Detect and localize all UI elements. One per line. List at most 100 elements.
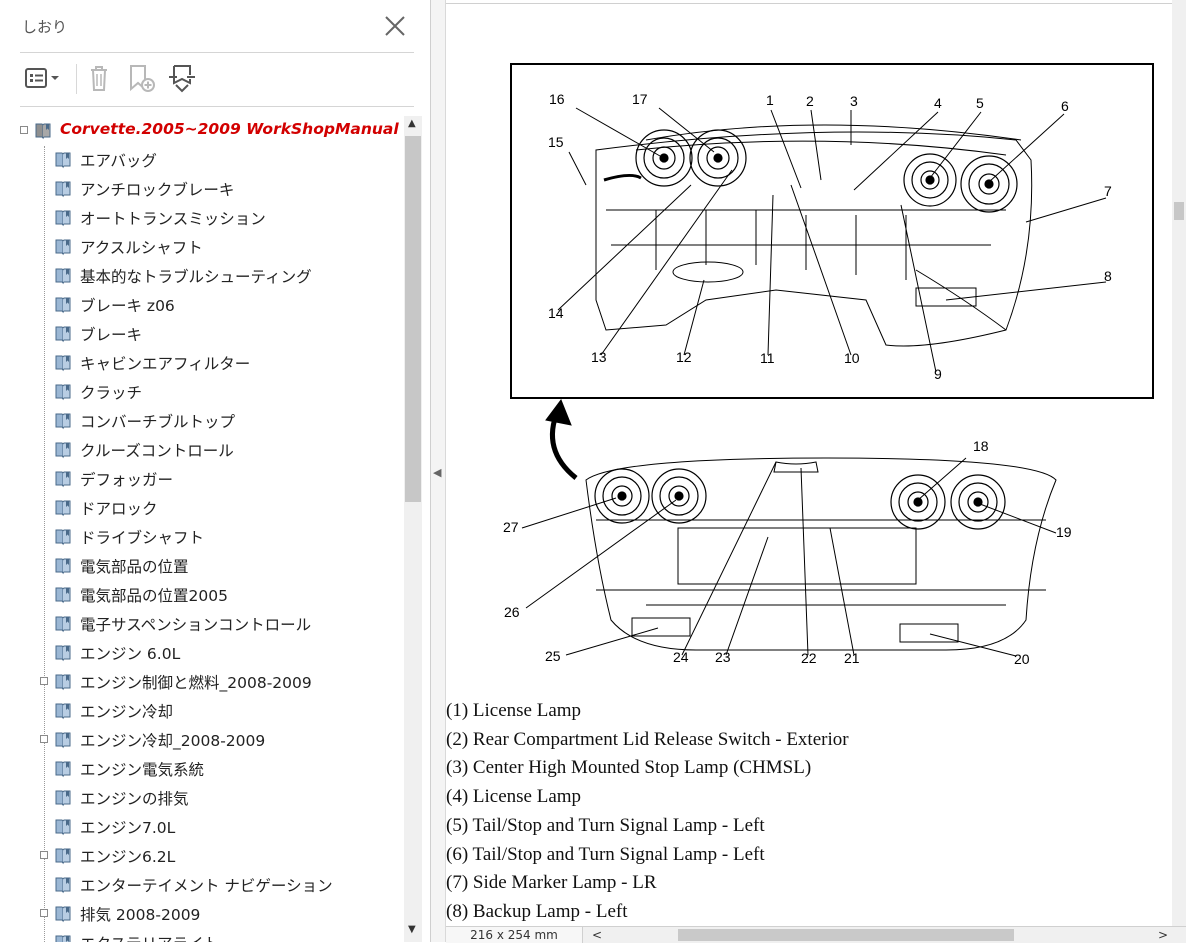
delete-bookmark-button[interactable] (84, 60, 114, 96)
options-menu-button[interactable] (22, 60, 62, 96)
callout-number: 26 (504, 604, 520, 620)
tag-bookmark-button[interactable] (164, 60, 200, 96)
bookmark-icon (55, 558, 71, 575)
bookmark-icon (55, 877, 71, 894)
legend-item: (1) License Lamp (446, 700, 582, 721)
expand-toggle[interactable] (20, 126, 28, 134)
bookmark-label: オートトランスミッション (80, 210, 266, 228)
callout-number: 27 (503, 519, 519, 535)
callout-number: 13 (591, 349, 607, 365)
bookmark-icon (55, 210, 71, 227)
bookmark-item[interactable]: アクスルシャフト (0, 232, 400, 261)
expand-toggle[interactable] (40, 909, 48, 917)
callout-number: 2 (806, 93, 814, 109)
new-bookmark-button[interactable] (124, 60, 158, 96)
bookmark-label: エクステリアライト (80, 932, 219, 942)
legend-item: (8) Backup Lamp - Left (446, 900, 628, 922)
bookmark-item[interactable]: アンチロックブレーキ (0, 174, 400, 203)
bookmark-item[interactable]: エンジン6.2L (0, 841, 400, 870)
legend-item: (6) Tail/Stop and Turn Signal Lamp - Lef… (446, 843, 765, 865)
bookmark-label: エンジン 6.0L (80, 645, 181, 663)
add-bookmark-icon (130, 65, 155, 92)
scroll-up-arrow-icon[interactable]: ▲ (408, 118, 416, 129)
bookmark-item[interactable]: エンジンの排気 (0, 783, 400, 812)
toolbar-separator (76, 64, 77, 94)
bookmark-item[interactable]: 排気 2008-2009 (0, 899, 400, 928)
callout-number: 21 (844, 650, 860, 666)
panel-splitter[interactable]: ◀ (431, 0, 446, 942)
bookmark-icon (55, 848, 71, 865)
callout-number: 9 (934, 366, 942, 382)
bookmark-icon (55, 935, 71, 942)
bookmark-item[interactable]: デフォッガー (0, 464, 400, 493)
bookmark-label: 排気 2008-2009 (80, 906, 201, 924)
tree-guide-line (44, 146, 45, 942)
bookmark-icon (55, 181, 71, 198)
bookmark-icon (55, 442, 71, 459)
bookmark-item[interactable]: ドライブシャフト (0, 522, 400, 551)
scrollbar-thumb[interactable] (1174, 202, 1184, 220)
divider (20, 52, 414, 53)
bookmark-item[interactable]: エンターテイメント ナビゲーション (0, 870, 400, 899)
expand-toggle[interactable] (40, 677, 48, 685)
list-options-icon (25, 68, 59, 88)
bookmark-icon (55, 384, 71, 401)
bookmark-label: アクスルシャフト (80, 239, 203, 257)
bookmark-icon (55, 790, 71, 807)
bookmark-item[interactable]: コンバーチブルトップ (0, 406, 400, 435)
bookmark-item[interactable]: ブレーキ z06 (0, 290, 400, 319)
scroll-right-arrow-icon[interactable]: > (1158, 928, 1169, 942)
bookmarks-scrollbar[interactable]: ▲ ▼ (404, 116, 422, 942)
expand-toggle[interactable] (40, 735, 48, 743)
bookmark-item[interactable]: キャビンエアフィルター (0, 348, 400, 377)
bookmark-root[interactable]: Corvette.2005~2009 WorkShopManual (0, 116, 400, 145)
divider (20, 106, 414, 107)
close-panel-button[interactable] (383, 14, 407, 38)
bookmark-label: エンジン冷却_2008-2009 (80, 732, 266, 750)
bookmark-item[interactable]: 電気部品の位置2005 (0, 580, 400, 609)
legend-item: (5) Tail/Stop and Turn Signal Lamp - Lef… (446, 814, 765, 836)
horizontal-scrollbar-thumb[interactable] (678, 929, 1014, 941)
bookmarks-panel-title: しおり (22, 18, 68, 36)
scroll-down-arrow-icon[interactable]: ▼ (408, 924, 416, 935)
callout-number: 24 (673, 649, 689, 665)
expand-toggle[interactable] (40, 851, 48, 859)
bookmark-label: エンジン冷却 (80, 703, 174, 721)
bookmark-item[interactable]: 電子サスペンションコントロール (0, 609, 400, 638)
callout-number: 14 (548, 305, 564, 321)
callout-number: 22 (801, 650, 817, 666)
bookmark-item[interactable]: エンジン 6.0L (0, 638, 400, 667)
bookmark-item[interactable]: 電気部品の位置 (0, 551, 400, 580)
callout-number: 1 (766, 92, 774, 108)
document-vertical-scrollbar[interactable] (1172, 0, 1186, 926)
bookmark-icon (55, 529, 71, 546)
bookmark-item[interactable]: クルーズコントロール (0, 435, 400, 464)
bookmark-label: クルーズコントロール (80, 442, 234, 460)
bookmark-item[interactable]: エンジン7.0L (0, 812, 400, 841)
bookmark-item[interactable]: エンジン冷却 (0, 696, 400, 725)
collapse-panel-icon[interactable]: ◀ (433, 466, 442, 479)
bookmark-item[interactable]: エンジン冷却_2008-2009 (0, 725, 400, 754)
bookmark-item[interactable]: 基本的なトラブルシューティング (0, 261, 400, 290)
callout-number: 10 (844, 350, 860, 366)
bookmark-label: エンジン制御と燃料_2008-2009 (80, 674, 312, 692)
bookmark-item[interactable]: オートトランスミッション (0, 203, 400, 232)
scroll-left-arrow-icon[interactable]: < (592, 928, 603, 942)
bookmark-item[interactable]: クラッチ (0, 377, 400, 406)
bookmark-label: 電子サスペンションコントロール (80, 616, 312, 634)
callout-number: 15 (548, 134, 564, 150)
bookmark-item[interactable]: エクステリアライト (0, 928, 400, 942)
bookmark-icon (55, 268, 71, 285)
bookmark-item[interactable]: エアバッグ (0, 145, 400, 174)
bookmark-label: エアバッグ (80, 152, 157, 170)
bookmark-label: エンジンの排気 (80, 790, 189, 808)
bookmark-icon (55, 355, 71, 372)
bookmark-item[interactable]: ブレーキ (0, 319, 400, 348)
bookmark-item[interactable]: エンジン制御と燃料_2008-2009 (0, 667, 400, 696)
bookmark-item[interactable]: ドアロック (0, 493, 400, 522)
trash-icon (91, 66, 107, 91)
bookmark-item[interactable]: エンジン電気系統 (0, 754, 400, 783)
scrollbar-thumb[interactable] (405, 136, 421, 502)
bookmark-icon (55, 819, 71, 836)
bookmark-icon (55, 239, 71, 256)
